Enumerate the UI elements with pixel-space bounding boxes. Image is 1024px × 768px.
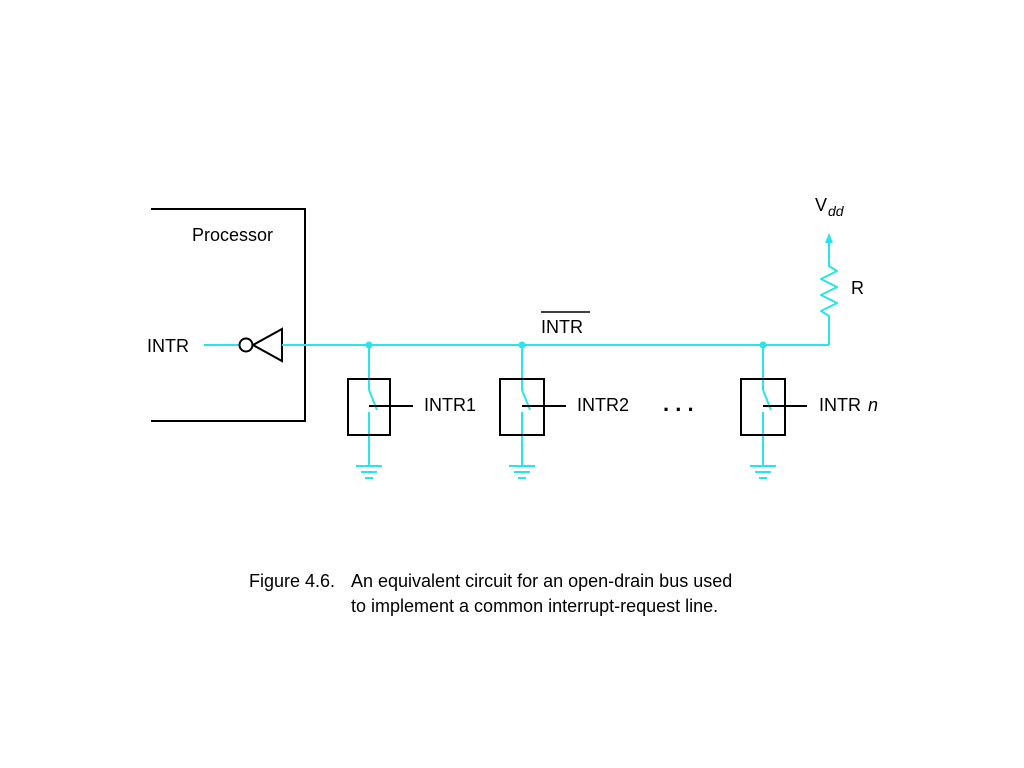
figure-caption: Figure 4.6. An equivalent circuit for an… xyxy=(249,569,732,619)
processor-box xyxy=(151,208,306,422)
device-label-suffix: n xyxy=(868,395,878,415)
caption-line-2: to implement a common interrupt-request … xyxy=(249,594,732,619)
supply-label-sub: dd xyxy=(828,203,845,219)
switch-box xyxy=(740,378,786,436)
switch-box xyxy=(499,378,545,436)
caption-text-line-2: to implement a common interrupt-request … xyxy=(351,596,719,616)
resistor-label: R xyxy=(851,278,864,298)
intr-input-label: INTR xyxy=(147,336,189,356)
device-label: INTR2 xyxy=(577,395,629,415)
device-label: INTR n xyxy=(819,395,878,415)
supply-voltage-label: V dd xyxy=(815,195,845,219)
inverter-gate-icon xyxy=(238,327,283,363)
caption-number: Figure 4.6. xyxy=(249,571,336,591)
ground-icon xyxy=(750,465,776,479)
device-switch-2: INTR2 xyxy=(499,341,629,479)
ellipsis: . . . xyxy=(663,391,694,416)
caption-indent xyxy=(249,594,351,619)
switch-box xyxy=(347,378,391,436)
ground-icon xyxy=(356,465,382,479)
device-switch-1: INTR1 xyxy=(347,341,476,479)
ground-icon xyxy=(509,465,535,479)
caption-line-1: Figure 4.6. An equivalent circuit for an… xyxy=(249,569,732,594)
device-switch-n: INTR n xyxy=(740,341,878,479)
caption-text-line-1: An equivalent circuit for an open-drain … xyxy=(351,571,733,591)
supply-label-main: V xyxy=(815,195,827,215)
processor-label: Processor xyxy=(192,225,273,245)
pull-up-resistor-icon xyxy=(820,233,838,345)
device-label-main: INTR xyxy=(819,395,861,415)
device-label: INTR1 xyxy=(424,395,476,415)
bus-label: INTR xyxy=(541,317,583,337)
